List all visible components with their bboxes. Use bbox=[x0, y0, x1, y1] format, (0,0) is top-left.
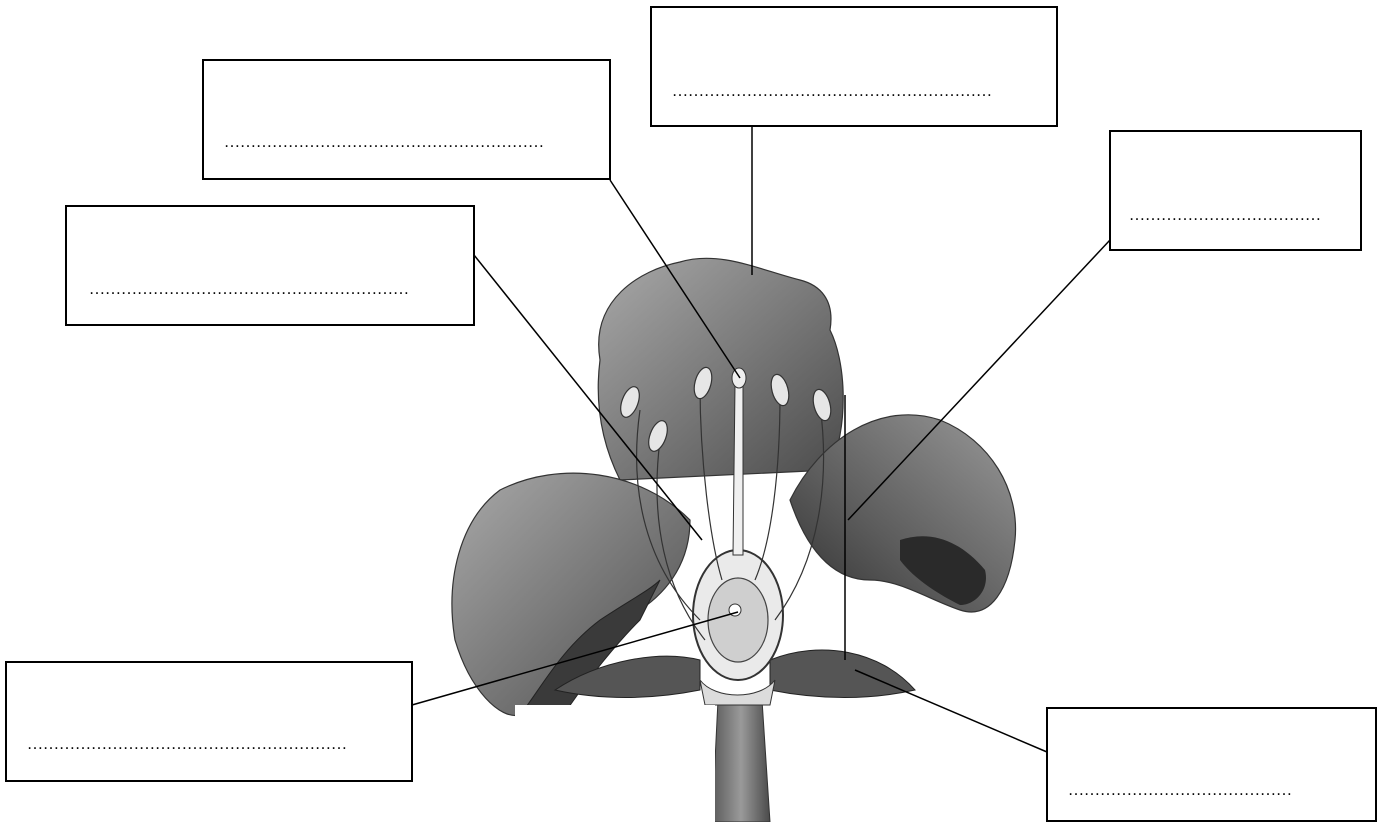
blank-line[interactable]: …………………………………………………… bbox=[672, 84, 1032, 100]
label-box-top[interactable]: …………………………………………………… bbox=[650, 6, 1058, 127]
style bbox=[733, 385, 743, 555]
blank-line[interactable]: …………………………………… bbox=[1068, 783, 1353, 799]
receptacle bbox=[700, 680, 775, 705]
petal-top bbox=[598, 258, 843, 480]
leader-line-bottom-right bbox=[855, 670, 1047, 752]
sepal-right bbox=[770, 650, 915, 698]
blank-line[interactable]: …………………………………………………… bbox=[89, 282, 449, 298]
blank-line[interactable]: …………………………………………………… bbox=[27, 737, 387, 753]
label-box-bottom-right[interactable]: …………………………………… bbox=[1046, 707, 1377, 822]
label-box-right[interactable]: ……………………………… bbox=[1109, 130, 1362, 251]
image-cutout bbox=[515, 705, 715, 822]
stem bbox=[712, 700, 770, 822]
label-box-upper-left[interactable]: …………………………………………………… bbox=[202, 59, 611, 180]
blank-line[interactable]: ……………………………… bbox=[1129, 208, 1341, 224]
ovary-inner bbox=[708, 578, 768, 662]
stigma bbox=[732, 368, 746, 388]
label-box-bottom-left[interactable]: …………………………………………………… bbox=[5, 661, 413, 782]
blank-line[interactable]: …………………………………………………… bbox=[224, 135, 584, 151]
label-box-left[interactable]: …………………………………………………… bbox=[65, 205, 475, 326]
